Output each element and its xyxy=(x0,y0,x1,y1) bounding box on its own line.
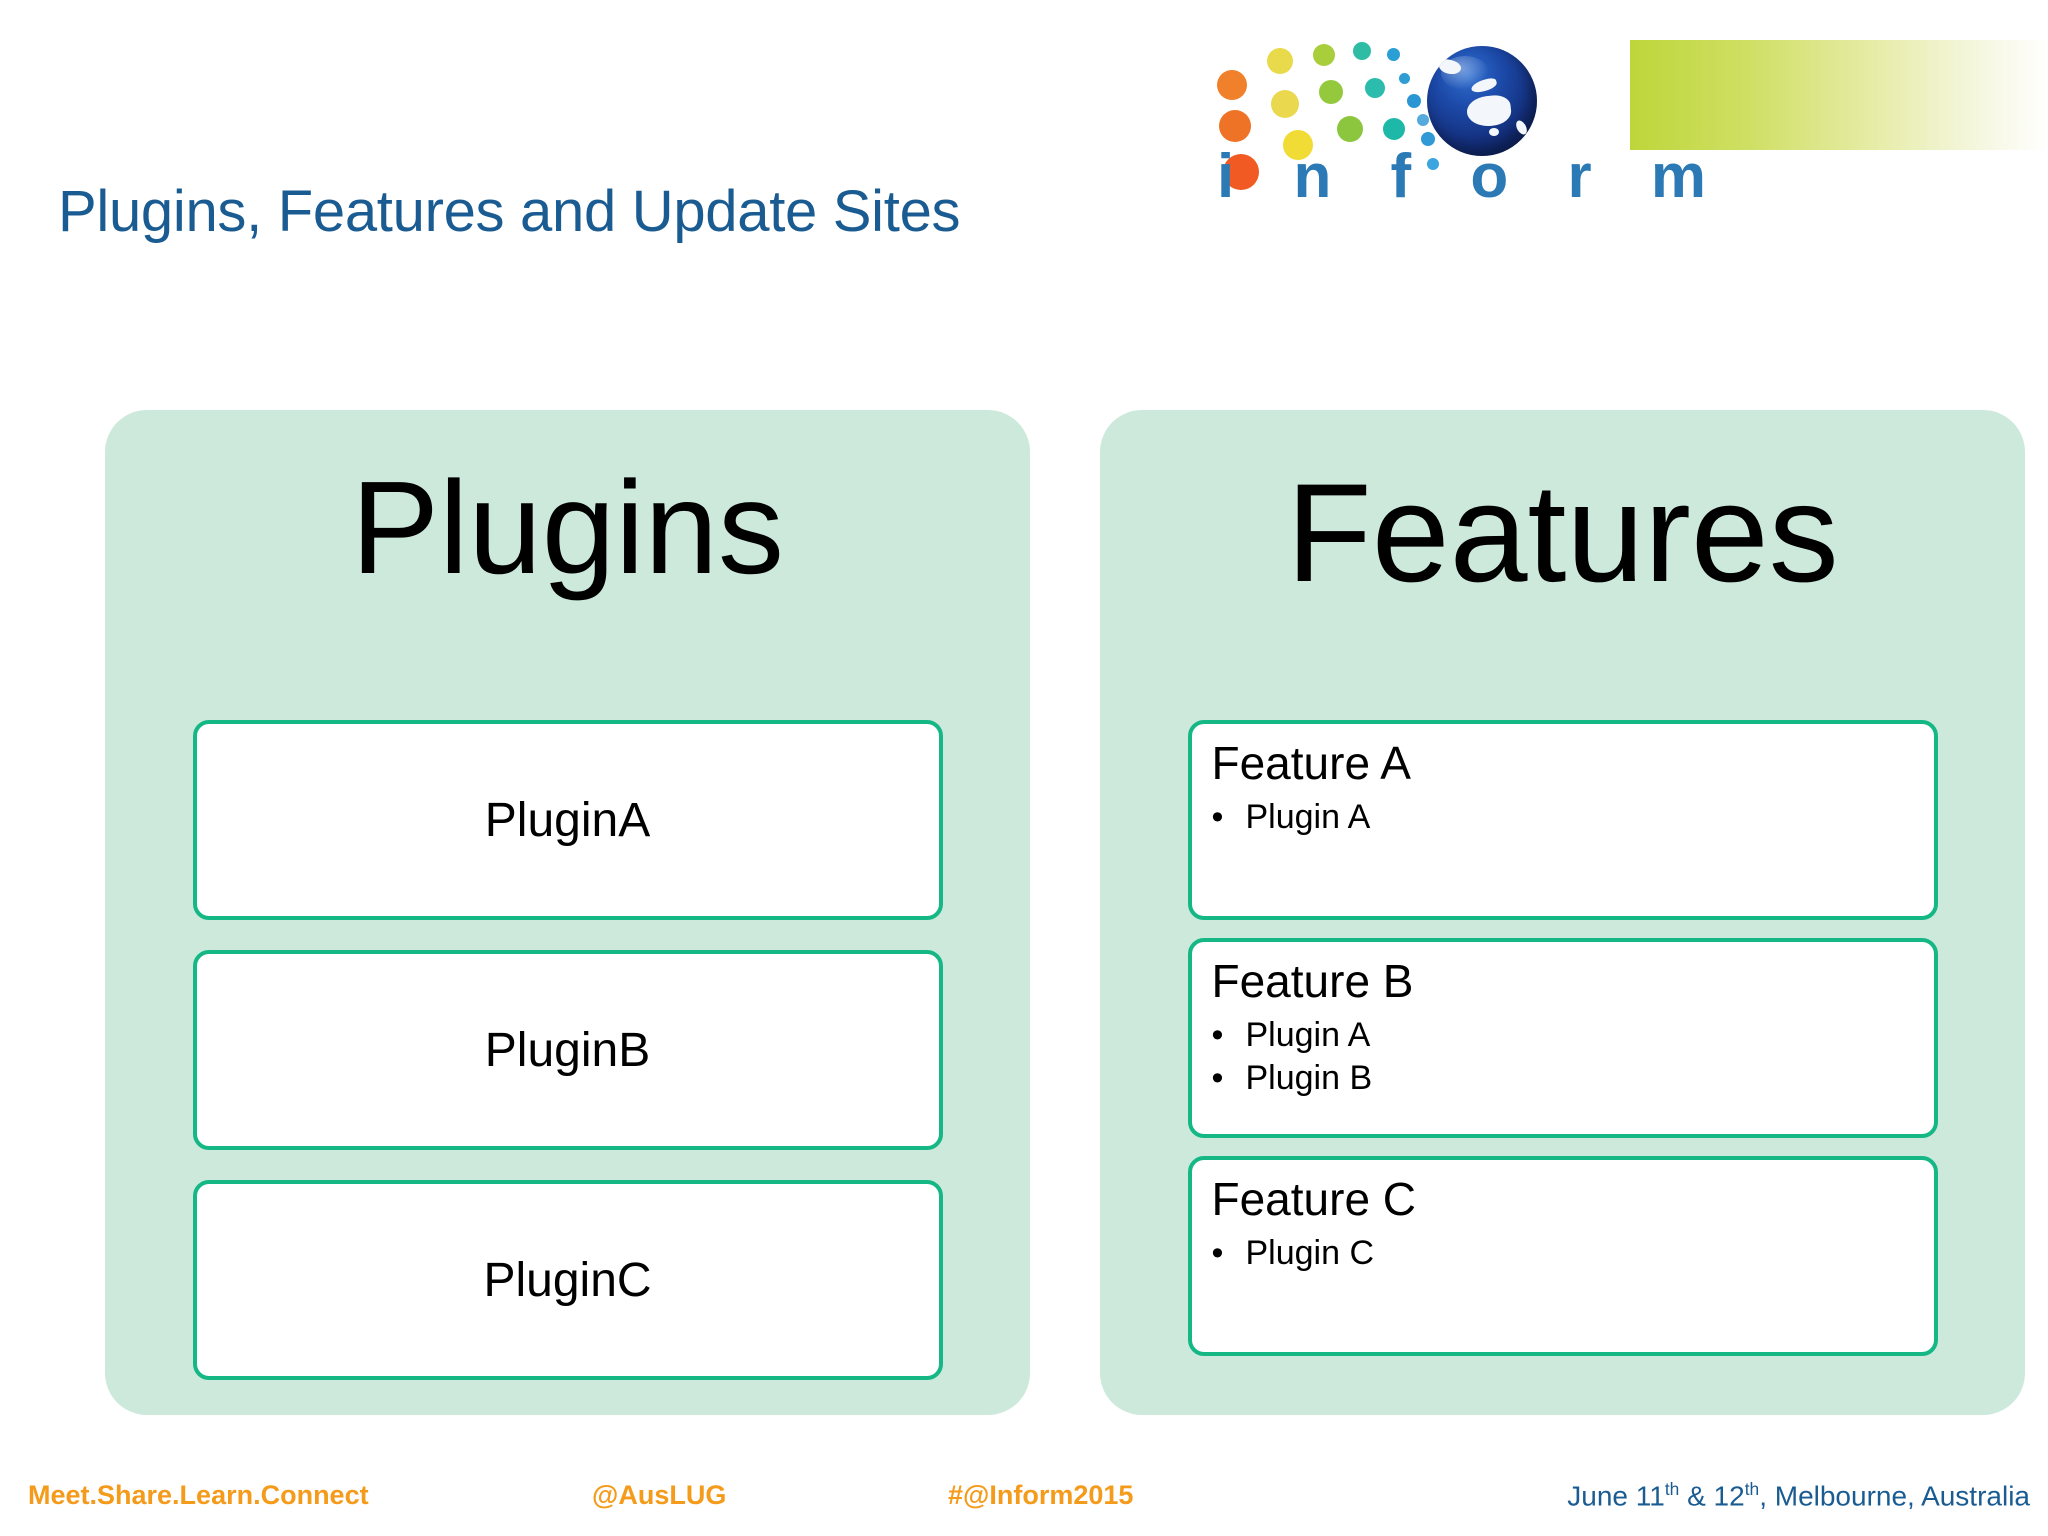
feature-bullet-label: Plugin A xyxy=(1245,1015,1371,1054)
feature-card[interactable]: Feature A • Plugin A xyxy=(1187,720,1938,920)
logo-dot xyxy=(1407,94,1421,108)
logo-dot xyxy=(1417,114,1429,126)
bullet-icon: • xyxy=(1211,1059,1224,1098)
plugins-panel-heading: Plugins xyxy=(351,454,784,601)
logo-dot xyxy=(1319,80,1343,104)
feature-bullet-label: Plugin B xyxy=(1245,1059,1373,1098)
slide-footer: Meet.Share.Learn.Connect @AusLUG #@Infor… xyxy=(0,1474,2048,1522)
feature-card-title: Feature A xyxy=(1211,737,1411,789)
logo-dot xyxy=(1421,132,1435,146)
page-title: Plugins, Features and Update Sites xyxy=(58,179,961,244)
logo-dot xyxy=(1427,158,1439,170)
feature-bullet-item: • Plugin C xyxy=(1212,1232,1934,1276)
logo-dot xyxy=(1353,42,1371,60)
footer-twitter-handle: @AusLUG xyxy=(592,1480,727,1510)
feature-bullet-item: • Plugin A xyxy=(1212,1014,1934,1058)
plugins-card-stack: PluginA PluginB PluginC xyxy=(105,720,1030,1410)
plugins-panel: Plugins PluginA PluginB PluginC xyxy=(105,410,1030,1415)
feature-bullet-item: • Plugin A xyxy=(1212,796,1934,840)
feature-card-title: Feature C xyxy=(1211,1173,1417,1225)
logo-dot xyxy=(1223,154,1259,190)
logo-dot xyxy=(1267,48,1293,74)
logo-dot xyxy=(1399,73,1410,84)
landmass-australia xyxy=(1465,93,1513,129)
logo-dot xyxy=(1383,118,1405,140)
plugin-card-label: PluginC xyxy=(483,1253,652,1307)
feature-card[interactable]: Feature B • Plugin A • Plugin B xyxy=(1187,938,1938,1138)
feature-bullet-item: • Plugin B xyxy=(1212,1057,1934,1101)
globe-australia-icon xyxy=(1427,46,1537,156)
date-prefix: June 11 xyxy=(1567,1480,1665,1512)
landmass-new-zealand xyxy=(1514,118,1529,137)
features-panel-heading: Features xyxy=(1286,454,1839,611)
feature-bullet-label: Plugin C xyxy=(1245,1233,1375,1272)
features-panel: Features Feature A • Plugin A Feature B • Plu… xyxy=(1100,410,2025,1415)
inform-logo: i n f o r m xyxy=(1195,18,1706,223)
logo-dot xyxy=(1365,78,1385,98)
feature-card[interactable]: Feature C • Plugin C xyxy=(1187,1156,1938,1356)
plugin-card[interactable]: PluginC xyxy=(192,1180,943,1380)
date-middle: & 12 xyxy=(1679,1480,1745,1512)
plugin-card[interactable]: PluginB xyxy=(192,950,943,1150)
landmass-tasmania xyxy=(1489,128,1499,136)
footer-event-date: June 11th & 12th, Melbourne, Australia xyxy=(1567,1479,2030,1512)
footer-hashtag: #@Inform2015 xyxy=(948,1480,1134,1510)
bullet-icon: • xyxy=(1211,797,1224,836)
logo-dot xyxy=(1217,70,1247,100)
brand-gradient-bar xyxy=(1630,40,2048,150)
feature-bullet-label: Plugin A xyxy=(1245,797,1371,836)
logo-dot xyxy=(1219,110,1251,142)
plugin-card-label: PluginB xyxy=(484,1023,651,1077)
bullet-icon: • xyxy=(1211,1015,1224,1054)
logo-dot xyxy=(1313,44,1335,66)
date-suffix: , Melbourne, Australia xyxy=(1759,1480,2030,1512)
date-ordinal-2: th xyxy=(1744,1479,1760,1499)
logo-dot xyxy=(1387,48,1400,61)
features-card-stack: Feature A • Plugin A Feature B • Plugin A • Plu… xyxy=(1100,720,2025,1374)
bullet-icon: • xyxy=(1211,1233,1224,1272)
plugin-card[interactable]: PluginA xyxy=(192,720,943,920)
feature-card-title: Feature B xyxy=(1211,955,1414,1007)
logo-dot xyxy=(1337,116,1363,142)
footer-tagline: Meet.Share.Learn.Connect xyxy=(28,1480,369,1510)
inform-wordmark: i n f o r m xyxy=(1217,142,1727,211)
date-ordinal-1: th xyxy=(1664,1479,1680,1499)
plugin-card-label: PluginA xyxy=(484,793,651,847)
logo-dot xyxy=(1271,90,1299,118)
logo-dot xyxy=(1283,130,1313,160)
